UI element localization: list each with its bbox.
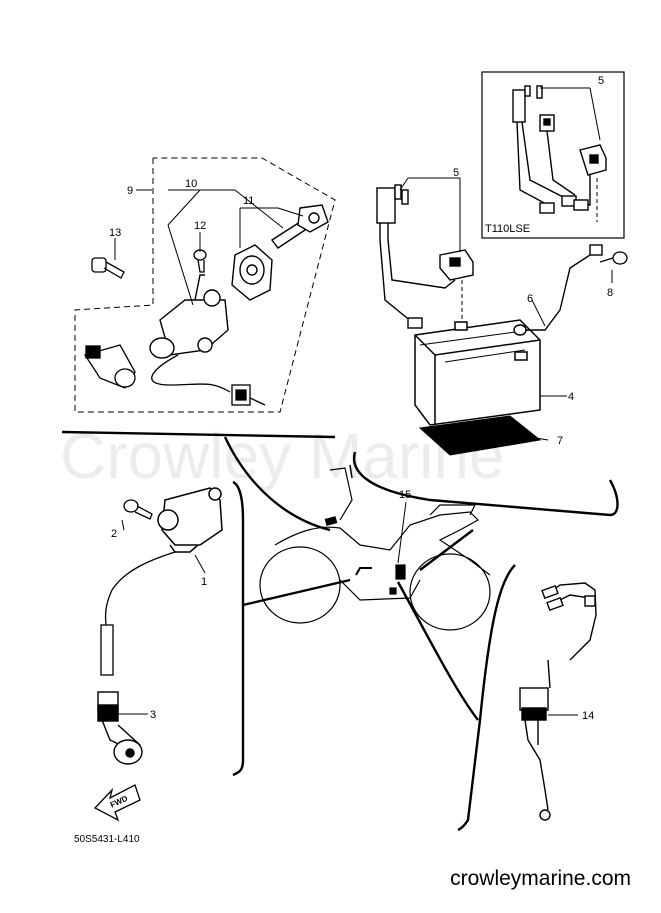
ignition-coil-location	[324, 516, 338, 526]
main-switch-wire	[151, 354, 231, 393]
divider-curves	[61, 430, 619, 832]
battery	[414, 319, 541, 426]
figure-code: 50S5431-L410	[74, 834, 140, 845]
callout-5-inset: 5	[598, 75, 604, 87]
callout-8: 8	[607, 287, 613, 299]
main-switch-connector	[231, 384, 266, 406]
callouts: 1 2 3 4 5 5 6 7 8 9 10 11 12 13 14 15 T1…	[74, 75, 613, 845]
battery-pad	[418, 415, 542, 456]
front-wheel	[409, 553, 491, 631]
bolt-2	[123, 499, 153, 520]
ignition-coil	[157, 487, 223, 553]
callout-6: 6	[527, 293, 533, 305]
callout-10: 10	[185, 178, 197, 190]
neutral-switch	[519, 659, 551, 821]
inset-frame	[481, 71, 625, 239]
callout-5-main: 5	[453, 167, 459, 179]
neutral-switch-leads	[541, 582, 597, 661]
main-switch-group	[74, 157, 336, 413]
fuse-holder-lead	[376, 184, 474, 329]
cord-end	[100, 624, 114, 676]
callout-15: 15	[399, 489, 411, 501]
callout-11: 11	[243, 195, 254, 207]
inset-t110lse	[481, 71, 625, 239]
bolt-13	[91, 257, 125, 279]
battery-location	[389, 587, 397, 595]
neutral-switch-group	[519, 582, 597, 821]
callout-13: 13	[109, 227, 121, 239]
ignition-coil-group	[97, 487, 223, 765]
main-switch-body	[149, 274, 229, 359]
key-cylinder	[231, 244, 273, 301]
relay-location	[395, 564, 406, 580]
bolt-8	[599, 251, 628, 265]
screw-12	[193, 249, 207, 273]
callout-3: 3	[150, 709, 156, 721]
negative-lead	[513, 244, 603, 336]
inset-label: T110LSE	[485, 223, 530, 235]
callout-1: 1	[201, 576, 207, 588]
inset-fuse-holder	[512, 85, 607, 214]
lead-location	[355, 567, 372, 576]
lock-lever	[83, 344, 136, 389]
fwd-arrow: FWD	[93, 784, 141, 822]
dashed-group-outline	[74, 157, 336, 413]
callout-14: 14	[582, 710, 594, 722]
motorcycle-silhouette	[259, 464, 491, 631]
callout-2: 2	[111, 528, 117, 540]
callout-12: 12	[194, 220, 206, 232]
callout-7: 7	[557, 435, 563, 447]
key	[270, 204, 329, 249]
callout-9: 9	[127, 185, 133, 197]
high-tension-cord	[104, 551, 176, 626]
rear-wheel	[259, 546, 341, 624]
callout-4: 4	[568, 391, 574, 403]
footer-url[interactable]: crowleymarine.com	[450, 867, 631, 890]
spark-plug-cap	[97, 691, 143, 765]
battery-group	[376, 177, 628, 456]
